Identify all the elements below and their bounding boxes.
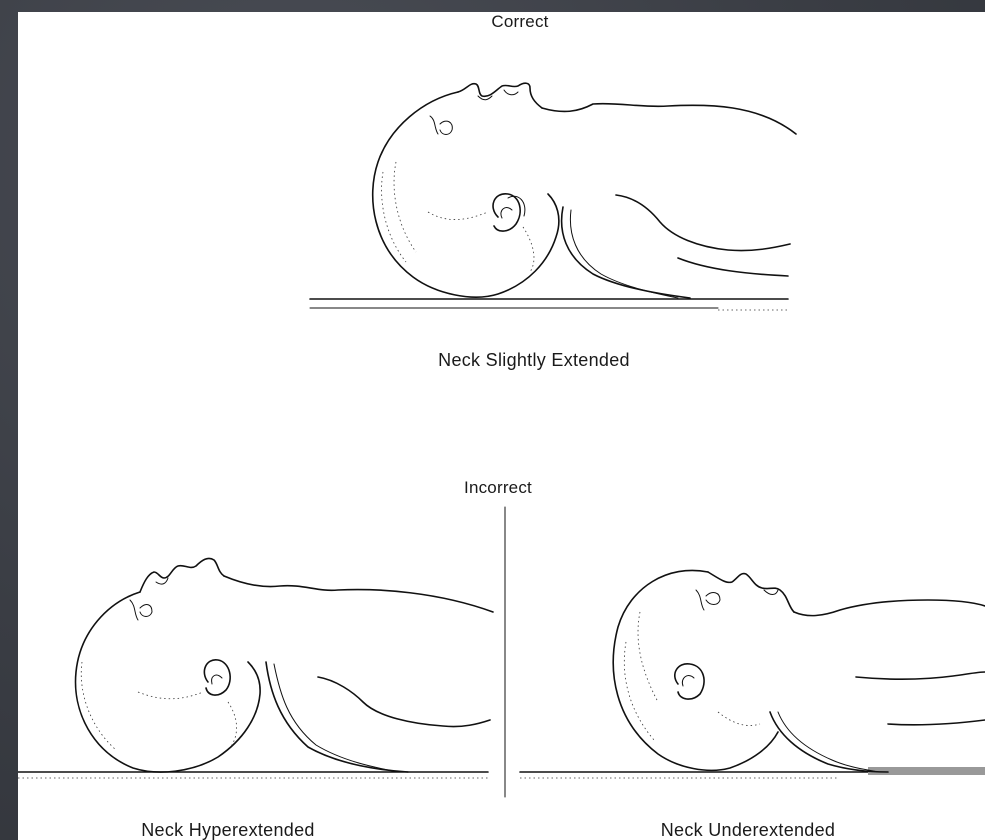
figure-panel: Correct Neck Slightly Extended Incorrect…: [18, 12, 985, 840]
underextended-caption: Neck Underextended: [661, 820, 836, 840]
infant-positioning-illustration: [18, 12, 985, 840]
correct-heading: Correct: [491, 12, 548, 32]
infant-correct-position-drawing: [310, 83, 796, 310]
infant-hyperextended-drawing: [18, 558, 493, 778]
hyperextended-caption: Neck Hyperextended: [141, 820, 315, 840]
infant-underextended-drawing: [520, 570, 985, 778]
incorrect-heading: Incorrect: [464, 478, 532, 498]
correct-caption: Neck Slightly Extended: [438, 350, 630, 371]
